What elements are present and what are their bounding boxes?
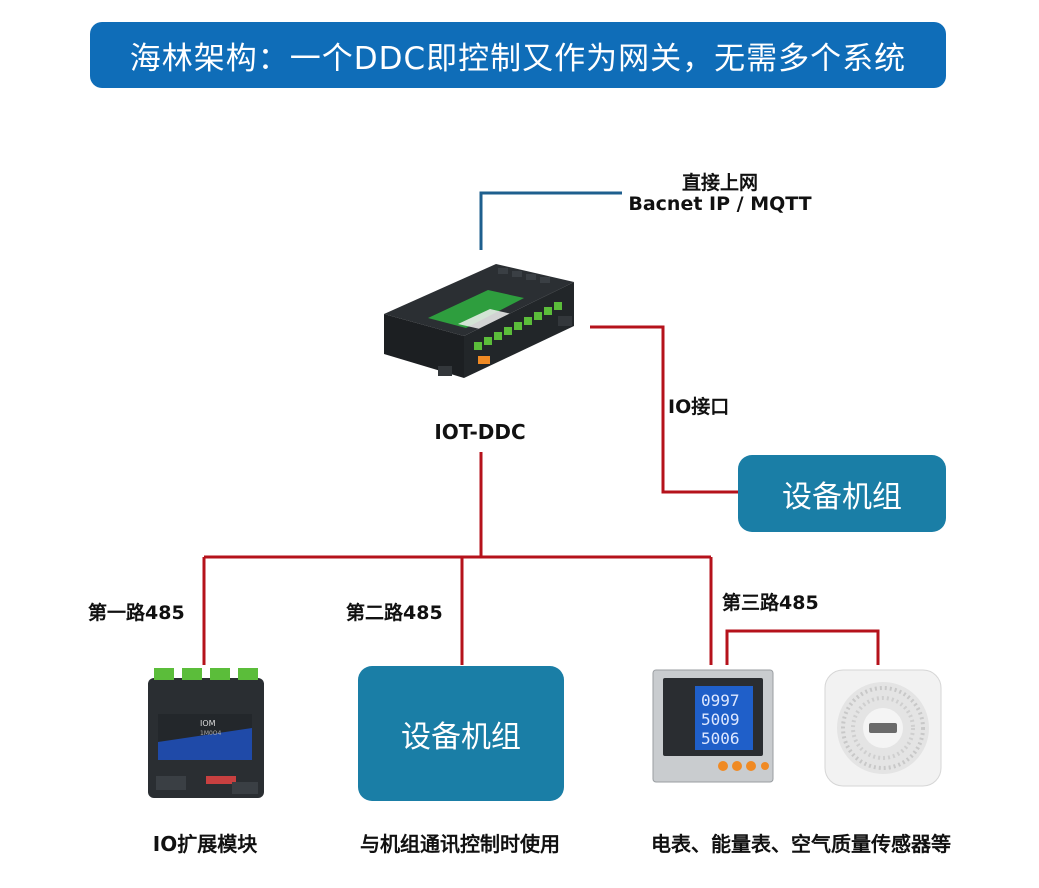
- equipment-unit-label-right: 设备机组: [782, 479, 902, 515]
- internet-label-line2: Bacnet IP / MQTT: [628, 193, 812, 215]
- power-meter-device: 0997 5009 5006: [652, 669, 774, 783]
- ip-connection-line: [479, 191, 622, 250]
- io-module-code: 1M0O4: [200, 730, 222, 737]
- internet-label-line1: 直接上网: [681, 172, 758, 194]
- meters-caption: 电表、能量表、空气质量传感器等: [651, 832, 951, 856]
- route1-label: 第一路485: [88, 602, 185, 624]
- io-module-model: IOM: [200, 719, 216, 728]
- iot-ddc-device: [384, 264, 574, 378]
- equipment-unit-box-middle: 设备机组: [358, 666, 564, 801]
- ddc-label: IOT-DDC: [434, 420, 526, 444]
- equipment-unit-box-right: 设备机组: [738, 455, 946, 532]
- middle-caption: 与机组通讯控制时使用: [360, 832, 560, 856]
- io-interface-line: [590, 325, 738, 494]
- air-quality-sensor: [824, 669, 942, 787]
- title-banner: 海林架构：一个DDC即控制又作为网关，无需多个系统: [90, 22, 946, 88]
- io-expansion-module: IOM 1M0O4: [148, 668, 264, 798]
- meter-reading-2: 5009: [701, 710, 740, 729]
- page-title: 海林架构：一个DDC即控制又作为网关，无需多个系统: [129, 40, 907, 77]
- equipment-unit-label-middle: 设备机组: [401, 719, 521, 755]
- meter-reading-1: 0997: [701, 691, 740, 710]
- io-interface-label: IO接口: [668, 396, 730, 418]
- route2-label: 第二路485: [346, 602, 443, 624]
- io-module-caption: IO扩展模块: [152, 832, 258, 856]
- meter-sensor-line: [725, 629, 880, 665]
- route3-label: 第三路485: [722, 592, 819, 614]
- meter-reading-3: 5006: [701, 729, 740, 748]
